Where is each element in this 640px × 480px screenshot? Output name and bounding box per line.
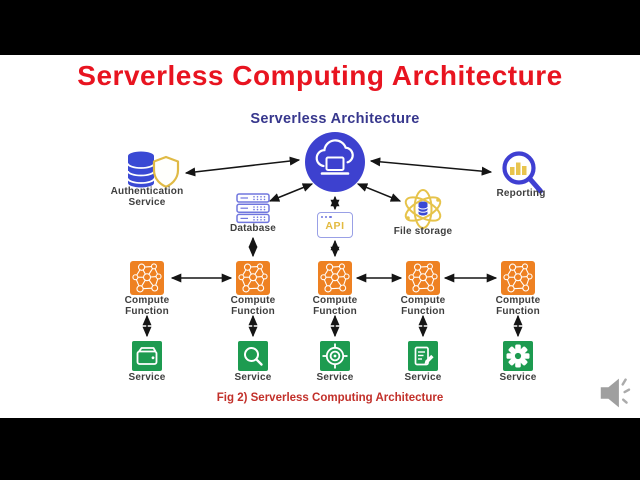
service-2-label: Service xyxy=(234,372,272,383)
compute-function-4-label: Compute Function xyxy=(400,295,446,317)
compute-function-2-label: Compute Function xyxy=(230,295,276,317)
gear-icon xyxy=(503,341,533,371)
speaker-volume-icon xyxy=(596,372,638,414)
service-1-node xyxy=(132,341,162,371)
reporting-node xyxy=(494,149,552,195)
figure-caption: Fig 2) Serverless Computing Architecture xyxy=(216,392,444,404)
network-graph-icon xyxy=(130,261,164,295)
network-graph-icon xyxy=(236,261,270,295)
page-title: Serverless Computing Architecture xyxy=(77,60,563,91)
compute-function-5-node xyxy=(501,261,535,295)
compute-function-4-node xyxy=(406,261,440,295)
compute-function-1-node xyxy=(130,261,164,295)
network-graph-icon xyxy=(501,261,535,295)
target-icon xyxy=(320,341,350,371)
service-5-node xyxy=(503,341,533,371)
compute-function-2-node xyxy=(236,261,270,295)
api-label: API xyxy=(325,220,345,232)
compute-function-3-node xyxy=(318,261,352,295)
letterbox-top xyxy=(0,0,640,55)
reporting-label: Reporting xyxy=(496,188,546,199)
atom-storage-icon xyxy=(399,189,447,229)
database-node xyxy=(236,193,270,224)
letterbox-bottom xyxy=(0,418,640,480)
file-storage-label: File storage xyxy=(393,226,453,237)
service-3-node xyxy=(320,341,350,371)
compute-function-3-label: Compute Function xyxy=(312,295,358,317)
clipboard-edit-icon xyxy=(408,341,438,371)
diagram-heading: Serverless Architecture xyxy=(250,111,420,127)
service-3-label: Service xyxy=(316,372,354,383)
authentication-service-label: Authentication Service xyxy=(110,186,184,208)
magnifier-chart-icon xyxy=(494,149,552,195)
wallet-icon xyxy=(132,341,162,371)
compute-function-5-label: Compute Function xyxy=(495,295,541,317)
compute-function-1-label: Compute Function xyxy=(124,295,170,317)
serverless-cloud-node xyxy=(305,132,365,192)
api-node: API xyxy=(317,212,353,238)
arrow-cloud-reporting xyxy=(369,157,493,176)
service-2-node xyxy=(238,341,268,371)
database-label: Database xyxy=(229,223,277,234)
file-storage-node xyxy=(399,189,447,229)
arrow-auth-cloud xyxy=(184,156,301,177)
service-5-label: Service xyxy=(499,372,537,383)
database-shield-icon xyxy=(120,148,184,194)
server-stack-icon xyxy=(236,193,270,224)
service-4-node xyxy=(408,341,438,371)
network-graph-icon xyxy=(318,261,352,295)
browser-window-icon xyxy=(321,215,332,218)
search-icon xyxy=(238,341,268,371)
authentication-service-node xyxy=(120,148,184,194)
service-1-label: Service xyxy=(128,372,166,383)
service-4-label: Service xyxy=(404,372,442,383)
network-graph-icon xyxy=(406,261,440,295)
cloud-laptop-icon xyxy=(305,132,365,192)
